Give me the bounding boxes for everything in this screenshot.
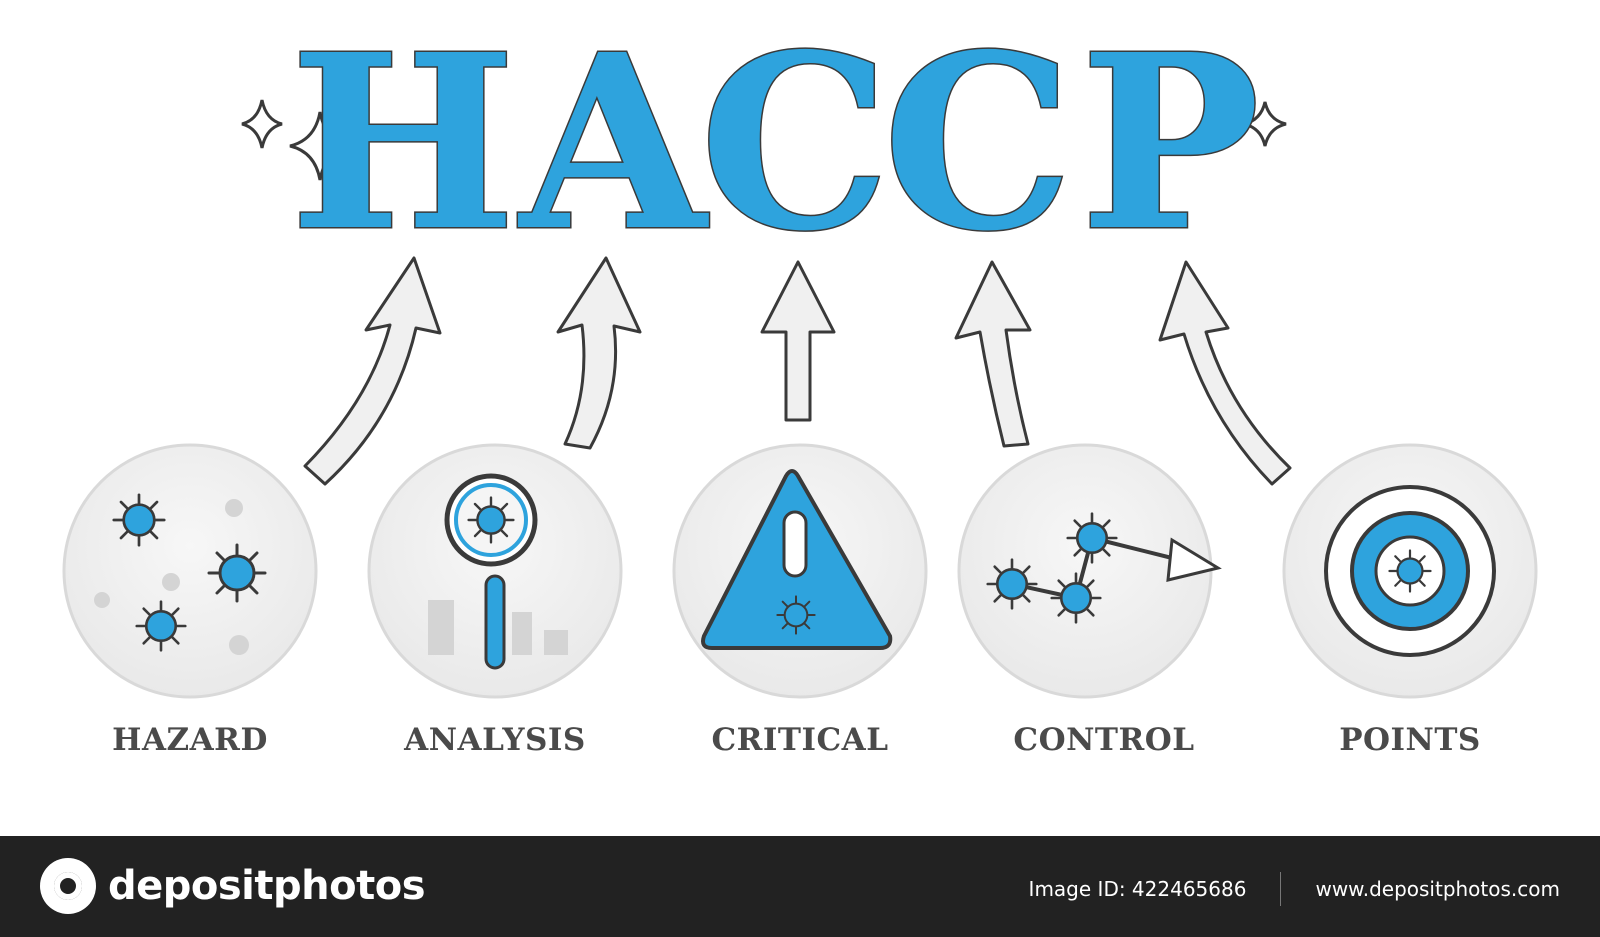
arrow-up-icon <box>954 260 1032 448</box>
website-link[interactable]: www.depositphotos.com <box>1315 877 1560 901</box>
magnifier-bacteria-icon <box>428 473 568 670</box>
step-label: POINTS <box>1339 722 1481 758</box>
arrow-up-icon <box>303 256 442 486</box>
sparkle-icon <box>241 99 283 149</box>
title-letter: C <box>882 2 1073 284</box>
step-label: CRITICAL <box>711 722 888 758</box>
target-bacteria-icon <box>1324 485 1496 657</box>
title-letter: P <box>1080 2 1260 284</box>
diagram-canvas: H A C C P <box>62 1 1538 758</box>
sparkle-icon <box>1243 101 1287 147</box>
step-label: ANALYSIS <box>403 722 586 758</box>
image-id: Image ID: 422465686 <box>1028 877 1247 901</box>
arrow-up-icon <box>1158 260 1292 486</box>
bacteria-trend-arrow-icon <box>986 512 1222 624</box>
warning-triangle-icon <box>701 469 893 650</box>
watermark-footer: depositphotos Image ID: 422465686 www.de… <box>0 836 1600 937</box>
brand-name: depositphotos <box>108 863 426 909</box>
arrow-up-icon <box>760 260 836 422</box>
title-letter: A <box>518 2 709 284</box>
image-meta: Image ID: 422465686 www.depositphotos.co… <box>1029 872 1560 906</box>
divider <box>1280 872 1282 906</box>
bacteria-cluster-icon <box>94 493 267 655</box>
title-letter: C <box>699 2 890 284</box>
step-label: HAZARD <box>112 722 268 758</box>
sparkle-icon <box>289 111 351 181</box>
depositphotos-logo: depositphotos <box>40 858 426 914</box>
haccp-title: H A C C P <box>288 1 1262 286</box>
arrow-up-icon <box>556 256 642 450</box>
step-circle <box>62 443 318 699</box>
camera-logo-icon <box>40 858 96 914</box>
title-letter: H <box>290 2 517 284</box>
step-label: CONTROL <box>1013 722 1194 758</box>
